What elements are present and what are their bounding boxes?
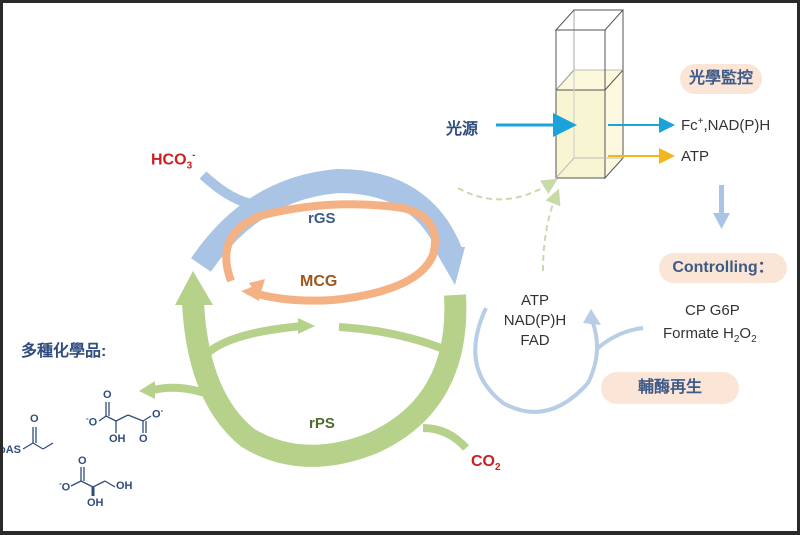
o-atom: O [88,416,98,429]
molecule-structures [22,402,152,496]
malate-o-bottom: O [139,433,148,445]
atp-output-label: ATP [681,148,710,165]
rgs-cycle-arrow [191,168,465,285]
o-text: O [739,325,752,342]
thioester-o-label: O [30,413,39,425]
diagram-graphics [22,9,730,496]
glycerate-oh-right: OH [116,480,133,492]
controlling-line-2: Formate H2O2 [663,325,757,345]
fc-text: Fc [681,117,698,134]
o2-subscript: 2 [751,334,757,345]
down-arrow-icon [713,185,730,229]
co2-label: CO2 [471,453,501,473]
minus-sign: - [86,414,89,423]
cofactor-nadph: NAD(P)H [503,312,567,329]
cofactor-atp: ATP [520,292,550,309]
glycerate-o-top: O [78,455,87,467]
formate-h-text: Formate H [663,325,734,342]
light-source-label: 光源 [446,121,479,138]
malate-o-top: O [103,389,112,401]
controlling-line-1: CP G6P [685,302,740,319]
rps-cycle-arrow [139,271,469,467]
nadph-text: ,NAD(P)H [703,117,771,134]
h2-subscript: 2 [733,334,740,345]
coa-fragment-label: oAS [3,444,21,456]
mcg-cycle-arrow [222,200,439,305]
optical-monitoring-badge: 光學監控 [680,64,762,94]
malate-o-minus-right: O- [152,406,163,421]
fc-superscript: + [697,116,704,127]
cofactor-fad: FAD [520,332,550,349]
minus-sign: - [160,406,164,415]
cofactor-regeneration-badge: 輔酶再生 [601,372,739,404]
malate-oh: OH [109,433,126,445]
controlling-badge: Controlling： [659,253,787,283]
hco3-label: HCO3- [151,150,195,172]
glycerate-o-minus: -O [59,479,70,494]
chemicals-label: 多種化學品: [21,343,107,360]
cofactor-regeneration-arrow [473,307,644,414]
hco3-text: HCO [151,151,187,169]
glycerate-oh-bottom: OH [87,497,104,509]
o-atom: O [61,481,71,494]
minus-sign: - [59,479,62,488]
o-atom: O [152,408,161,421]
diagram-canvas: rGS MCG rPS HCO3- CO2 光源 光學監控 Fc+,NAD(P)… [3,3,797,531]
hco3-subscript: 3 [186,160,193,172]
rps-label: rPS [309,415,335,432]
rgs-label: rGS [308,210,336,227]
co2-text: CO [471,453,495,470]
cofactor-list: ATP NAD(P)H FAD [495,291,575,351]
fluorescence-output-label: Fc+,NAD(P)H [681,116,770,134]
mcg-label: MCG [300,273,338,290]
hco3-superscript: - [192,150,196,161]
co2-subscript: 2 [495,462,501,474]
cuvette [554,9,625,180]
dashed-feedback-arrows [457,178,561,272]
malate-o-minus-left: -O [86,414,97,429]
